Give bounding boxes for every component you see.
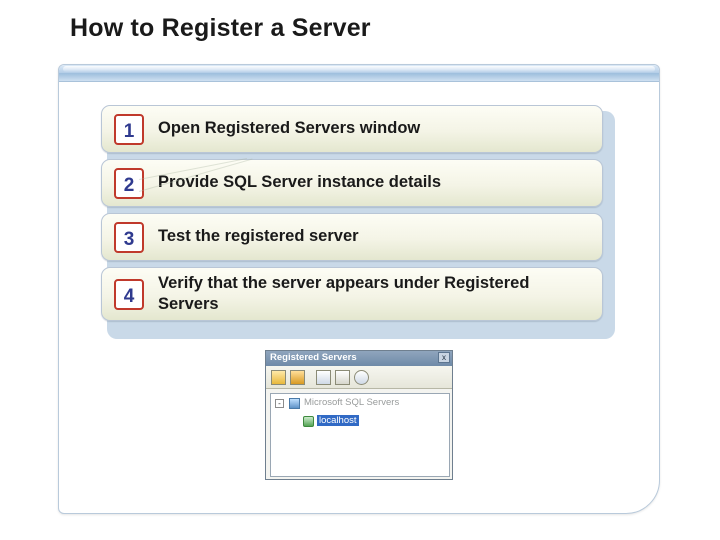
step-number-badge: 4 bbox=[114, 279, 144, 310]
tree-expander-icon[interactable]: - bbox=[275, 399, 284, 408]
step-label: Provide SQL Server instance details bbox=[158, 173, 442, 192]
step-number-badge: 2 bbox=[114, 168, 144, 199]
search-icon[interactable] bbox=[354, 370, 369, 385]
step-number-badge: 1 bbox=[114, 114, 144, 145]
step-label: Verify that the server appears under Reg… bbox=[158, 273, 530, 313]
step-row: 3 Test the registered server bbox=[101, 213, 603, 261]
step-number-badge: 3 bbox=[114, 222, 144, 253]
mini-window-title: Registered Servers bbox=[270, 352, 357, 363]
panel-topbar bbox=[59, 65, 659, 82]
folder-icon[interactable] bbox=[271, 370, 286, 385]
properties-icon[interactable] bbox=[335, 370, 350, 385]
step-label: Open Registered Servers window bbox=[158, 119, 421, 138]
registered-servers-window[interactable]: Registered Servers x - Microsoft SQL Ser… bbox=[265, 350, 453, 480]
open-folder-icon[interactable] bbox=[290, 370, 305, 385]
tree-child-label[interactable]: localhost bbox=[317, 415, 359, 426]
step-row: 4 Verify that the server appears under R… bbox=[101, 267, 603, 321]
close-icon[interactable]: x bbox=[438, 352, 450, 363]
mini-window-toolbar bbox=[266, 366, 452, 389]
step-row: 2 Provide SQL Server instance details bbox=[101, 159, 603, 207]
server-tree: - Microsoft SQL Servers localhost bbox=[270, 393, 450, 477]
step-row: 1 Open Registered Servers window bbox=[101, 105, 603, 153]
panel-topbar-shine bbox=[63, 66, 655, 72]
step-label: Test the registered server bbox=[158, 227, 359, 246]
server-node-icon bbox=[303, 416, 314, 427]
page-title: How to Register a Server bbox=[70, 14, 371, 42]
steps-stack: 1 Open Registered Servers window 2 Provi… bbox=[101, 105, 609, 333]
tree-root-label[interactable]: Microsoft SQL Servers bbox=[304, 397, 400, 408]
mini-window-titlebar: Registered Servers x bbox=[266, 351, 452, 366]
sql-servers-icon bbox=[289, 398, 300, 409]
content-panel: 1 Open Registered Servers window 2 Provi… bbox=[58, 64, 660, 514]
save-icon[interactable] bbox=[316, 370, 331, 385]
